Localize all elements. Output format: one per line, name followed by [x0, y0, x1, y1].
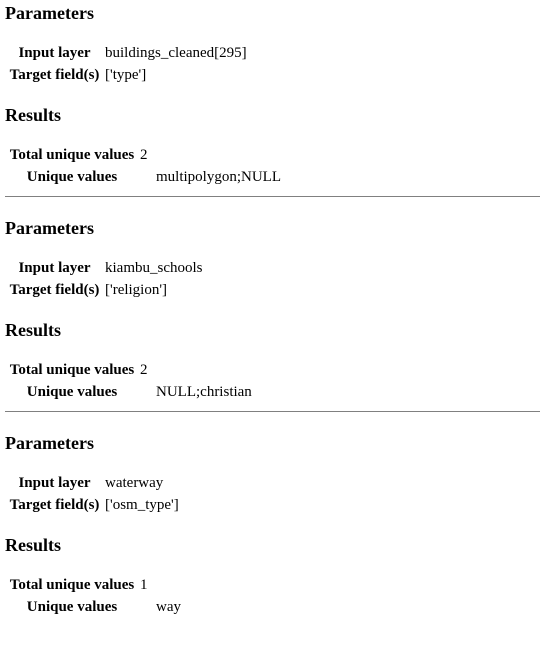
param-key: Input layer: [18, 260, 91, 276]
table-row: Total unique values 2: [6, 359, 254, 381]
divider: [5, 196, 540, 197]
result-key: Total unique values: [9, 362, 135, 378]
divider: [5, 411, 540, 412]
result-key: Unique values: [26, 169, 118, 185]
table-row: Input layer kiambu_schools: [6, 257, 205, 279]
result-value: multipolygon;NULL: [156, 169, 281, 185]
results-table: Total unique values 2 Unique values NULL…: [6, 359, 254, 403]
result-value: 2: [140, 147, 148, 163]
table-row: Input layer waterway: [6, 472, 181, 494]
parameters-table: Input layer kiambu_schools Target field(…: [6, 257, 205, 301]
param-key: Target field(s): [9, 497, 100, 513]
table-row: Unique values NULL;christian: [6, 381, 254, 403]
parameters-table: Input layer waterway Target field(s) ['o…: [6, 472, 181, 516]
parameters-table: Input layer buildings_cleaned[295] Targe…: [6, 42, 249, 86]
result-value: 1: [140, 577, 148, 593]
table-row: Unique values multipolygon;NULL: [6, 166, 283, 188]
parameters-heading: Parameters: [5, 433, 94, 453]
table-row: Unique values way: [6, 596, 183, 618]
param-value: ['religion']: [105, 282, 168, 298]
table-row: Target field(s) ['religion']: [6, 279, 205, 301]
param-value: kiambu_schools: [105, 260, 203, 276]
results-heading: Results: [5, 320, 62, 340]
param-key: Target field(s): [9, 67, 100, 83]
run-block: Parameters Input layer buildings_cleaned…: [5, 2, 540, 197]
table-row: Target field(s) ['osm_type']: [6, 494, 181, 516]
param-value: ['type']: [105, 67, 147, 83]
table-row: Total unique values 1: [6, 574, 183, 596]
results-heading: Results: [5, 535, 62, 555]
result-key: Unique values: [26, 599, 118, 615]
param-key: Target field(s): [9, 282, 100, 298]
results-table: Total unique values 2 Unique values mult…: [6, 144, 283, 188]
table-row: Total unique values 2: [6, 144, 283, 166]
results-heading: Results: [5, 105, 62, 125]
result-key: Total unique values: [9, 577, 135, 593]
result-key: Total unique values: [9, 147, 135, 163]
parameters-heading: Parameters: [5, 218, 94, 238]
result-key: Unique values: [26, 384, 118, 400]
parameters-heading: Parameters: [5, 3, 94, 23]
table-row: Target field(s) ['type']: [6, 64, 249, 86]
result-value: 2: [140, 362, 148, 378]
param-value: waterway: [105, 475, 164, 491]
param-value: ['osm_type']: [105, 497, 179, 513]
run-block: Parameters Input layer kiambu_schools Ta…: [5, 217, 540, 412]
param-value: buildings_cleaned[295]: [105, 45, 247, 61]
result-value: NULL;christian: [156, 384, 252, 400]
results-log: Parameters Input layer buildings_cleaned…: [0, 2, 540, 618]
result-value: way: [156, 599, 181, 615]
param-key: Input layer: [18, 45, 91, 61]
results-table: Total unique values 1 Unique values way: [6, 574, 183, 618]
table-row: Input layer buildings_cleaned[295]: [6, 42, 249, 64]
param-key: Input layer: [18, 475, 91, 491]
run-block: Parameters Input layer waterway Target f…: [5, 432, 540, 618]
